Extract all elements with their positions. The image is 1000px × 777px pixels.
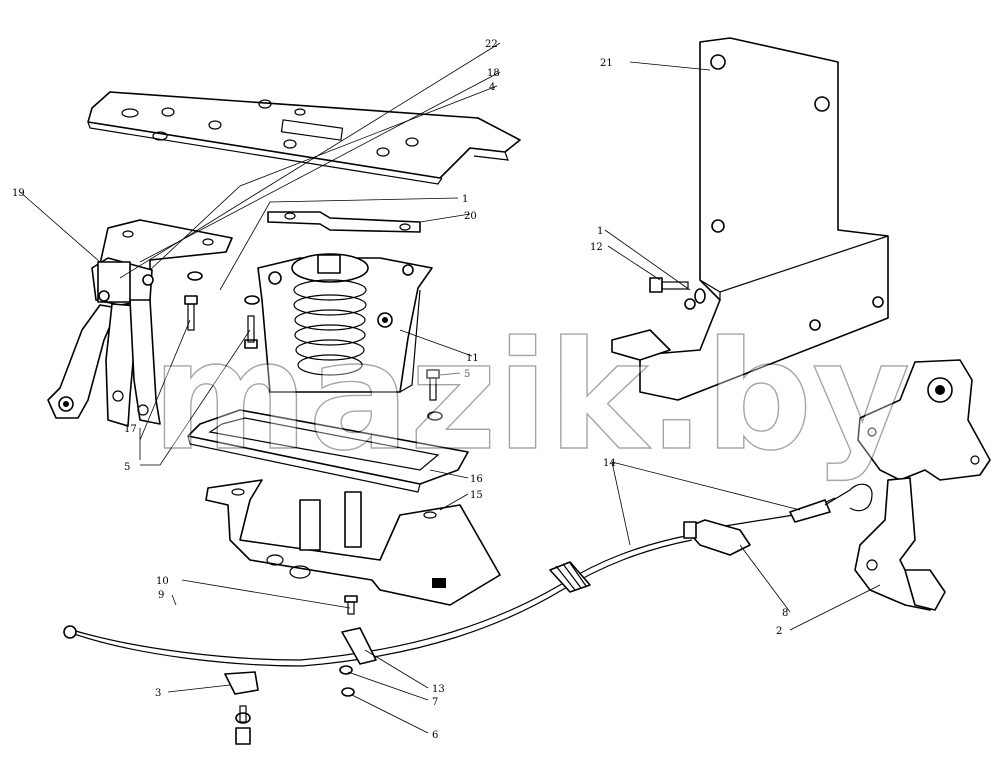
- spring-housing: [257, 253, 433, 393]
- top-plate: [87, 91, 521, 185]
- callout-8: 8: [782, 608, 788, 619]
- clip-part: [224, 671, 259, 695]
- callout-16: 16: [470, 474, 483, 485]
- callout-2: 2: [776, 626, 782, 637]
- callout-9: 9: [158, 590, 164, 601]
- callout-14: 14: [603, 458, 616, 469]
- callout-12: 12: [590, 242, 603, 253]
- callout-11: 11: [466, 353, 479, 364]
- callout-22: 22: [485, 39, 498, 50]
- washer-c: [427, 411, 443, 421]
- callout-20: 20: [464, 211, 477, 222]
- control-cable: [63, 483, 873, 667]
- callout-18: 18: [487, 68, 500, 79]
- callout-1-upper: 1: [462, 194, 468, 205]
- callout-4: 4: [489, 82, 495, 93]
- base-bracket: [205, 479, 501, 606]
- watermark-text: mazik.by: [152, 310, 910, 484]
- callout-19: 19: [12, 188, 25, 199]
- gasket-plate: [187, 409, 469, 493]
- strip-plate: [267, 211, 421, 233]
- screw-bottom: [235, 705, 251, 745]
- callout-21: 21: [600, 58, 613, 69]
- lever-assembly: [47, 219, 233, 427]
- cable-clamp: [341, 627, 377, 665]
- callout-13: 13: [432, 684, 445, 695]
- bolt-bracket: [649, 277, 706, 304]
- callout-7: 7: [432, 697, 438, 708]
- callout-10: 10: [156, 576, 169, 587]
- washer-a: [187, 271, 203, 281]
- callout-5-left: 5: [124, 462, 130, 473]
- callout-3: 3: [155, 688, 161, 699]
- bolt-left: [184, 295, 198, 331]
- callout-labels: 22 18 4 19 1 20 11 5 17 5 16 15 21 1 12 …: [12, 39, 788, 741]
- callout-1-bracket: 1: [597, 226, 603, 237]
- mounting-bracket: [611, 37, 889, 401]
- washer-b: [244, 295, 260, 305]
- nut: [341, 687, 355, 697]
- pedal-lever: [854, 359, 991, 611]
- leader-lines: [19, 42, 881, 734]
- bolt-right: [426, 369, 440, 401]
- callout-17: 17: [124, 424, 137, 435]
- bolt-small: [344, 595, 358, 615]
- callout-5-right: 5: [464, 369, 470, 380]
- bolt-mid: [244, 315, 258, 349]
- callout-6: 6: [432, 730, 438, 741]
- callout-15: 15: [470, 490, 483, 501]
